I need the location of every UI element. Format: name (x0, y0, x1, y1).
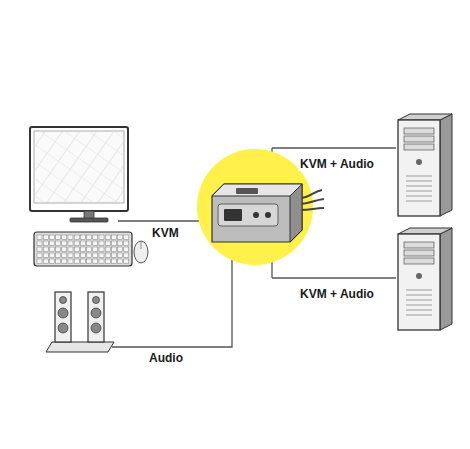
key (43, 241, 48, 246)
key (87, 259, 92, 264)
key (43, 253, 48, 258)
pc-tower (398, 228, 452, 330)
key (74, 235, 79, 240)
kvm-switch (212, 184, 324, 242)
key (56, 247, 61, 252)
key (62, 235, 67, 240)
key (124, 253, 129, 258)
key (56, 235, 61, 240)
key (87, 247, 92, 252)
key (49, 253, 54, 258)
keyboard (34, 232, 132, 266)
key (87, 235, 92, 240)
key (111, 259, 116, 264)
pc-cable (272, 147, 396, 148)
key (62, 253, 67, 258)
key (80, 241, 85, 246)
key (80, 247, 85, 252)
key (124, 259, 129, 264)
key (49, 247, 54, 252)
key (105, 247, 110, 252)
key (68, 241, 73, 246)
pc-tower (398, 114, 452, 216)
cable-label: KVM + Audio (298, 157, 376, 171)
key (80, 235, 85, 240)
key (37, 235, 42, 240)
key (124, 235, 129, 240)
key (118, 247, 123, 252)
key (68, 247, 73, 252)
highlight-circle (197, 149, 313, 265)
key (87, 253, 92, 258)
key (37, 247, 42, 252)
key (74, 247, 79, 252)
cable-label: KVM + Audio (298, 287, 376, 301)
cable-label: KVM (150, 226, 181, 240)
key (56, 253, 61, 258)
key (37, 253, 42, 258)
key (87, 241, 92, 246)
key (93, 253, 98, 258)
key (105, 241, 110, 246)
key (99, 253, 104, 258)
cable-label: Audio (147, 351, 185, 365)
key (124, 241, 129, 246)
key (118, 241, 123, 246)
key (93, 259, 98, 264)
key (62, 247, 67, 252)
monitor (30, 127, 128, 222)
key (68, 235, 73, 240)
key (111, 235, 116, 240)
key (99, 247, 104, 252)
key (111, 253, 116, 258)
key (80, 253, 85, 258)
key (68, 259, 73, 264)
key (62, 259, 67, 264)
key (99, 235, 104, 240)
key (37, 259, 42, 264)
mouse (134, 241, 148, 263)
key (118, 253, 123, 258)
key (80, 259, 85, 264)
key (37, 241, 42, 246)
key (99, 241, 104, 246)
key (111, 241, 116, 246)
key (105, 253, 110, 258)
key (74, 253, 79, 258)
key (68, 253, 73, 258)
key (43, 247, 48, 252)
key (105, 259, 110, 264)
key (93, 235, 98, 240)
key (43, 235, 48, 240)
key (105, 235, 110, 240)
cable (112, 148, 396, 347)
key (111, 247, 116, 252)
key (49, 241, 54, 246)
key (124, 247, 129, 252)
key (118, 259, 123, 264)
key (99, 259, 104, 264)
key (49, 259, 54, 264)
key (49, 235, 54, 240)
speakers (46, 292, 114, 352)
key (56, 259, 61, 264)
pc-cable (272, 277, 396, 278)
mouse (141, 241, 142, 249)
key (74, 241, 79, 246)
key (93, 247, 98, 252)
key (56, 241, 61, 246)
key (118, 235, 123, 240)
key (93, 241, 98, 246)
key (62, 241, 67, 246)
key (74, 259, 79, 264)
key (43, 259, 48, 264)
